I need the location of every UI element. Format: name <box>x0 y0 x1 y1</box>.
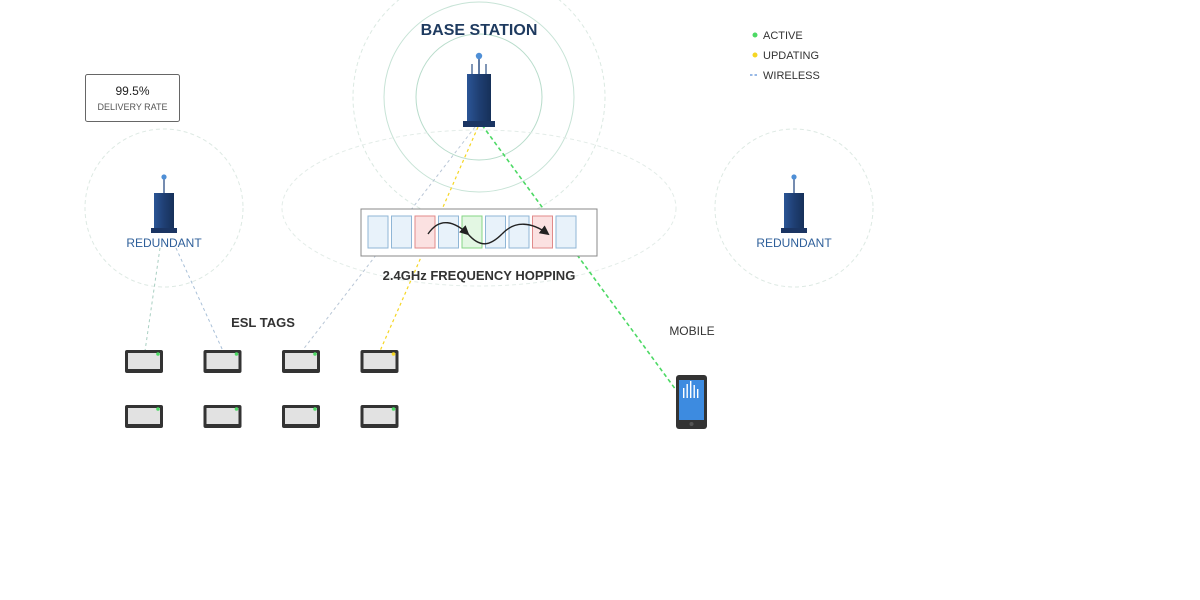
base-station-label: BASE STATION <box>421 22 538 39</box>
esl-tag[interactable] <box>203 405 242 428</box>
esl-tag-status-led <box>234 352 239 356</box>
redundant-right-label: REDUNDANT <box>756 236 832 250</box>
mobile-device[interactable]: MOBILE <box>669 324 715 429</box>
esl-tag-screen <box>285 353 317 369</box>
frequency-channel-idle <box>438 215 459 249</box>
frequency-coverage-ellipse <box>281 129 677 287</box>
hop-arrow <box>427 222 470 236</box>
legend-active-label: ACTIVE <box>763 30 803 42</box>
redundant-station-right[interactable]: REDUNDANT <box>756 174 832 250</box>
esl-tag-status-led <box>313 407 317 411</box>
mobile-label: MOBILE <box>669 324 714 338</box>
frequency-channel-idle <box>555 215 577 249</box>
esl-tags-label: ESL TAGS <box>231 315 295 330</box>
redundant-station-left[interactable]: REDUNDANT <box>126 174 202 250</box>
legend-updating-marker <box>752 52 758 58</box>
link-redundant-to-tag <box>175 247 224 352</box>
legend-wireless-label: WIRELESS <box>763 70 820 82</box>
esl-tag-status-led <box>156 352 160 356</box>
tower-body <box>154 193 174 229</box>
tower-body <box>784 193 804 229</box>
frequency-channel-idle <box>485 215 506 249</box>
esl-tag[interactable] <box>282 350 320 373</box>
tower-base <box>781 228 807 233</box>
esl-tag-screen <box>285 408 317 424</box>
hop-arrow <box>501 223 550 236</box>
redundant-left-coverage-ring <box>84 128 244 288</box>
redundant-left-label: REDUNDANT <box>126 236 202 250</box>
link-redundant-to-tag <box>144 247 161 352</box>
frequency-channel-idle <box>508 215 530 249</box>
esl-tag[interactable] <box>360 350 399 373</box>
esl-tags-group: ESL TAGS <box>125 315 399 428</box>
redundant-right-coverage-ring <box>714 128 874 288</box>
frequency-channel-idle <box>367 215 389 249</box>
signal-bar <box>690 381 692 398</box>
base-station-coverage-ring <box>383 1 575 193</box>
base-station[interactable]: BASE STATION <box>421 22 538 127</box>
legend: ACTIVE UPDATING WIRELESS <box>750 30 820 82</box>
signal-bar <box>697 389 699 398</box>
tower-base <box>463 121 495 127</box>
tower-base <box>151 228 177 233</box>
mobile-screen <box>679 380 704 420</box>
legend-active-marker <box>752 32 758 38</box>
frequency-channels <box>367 215 577 249</box>
esl-tag-status-led <box>391 407 396 411</box>
esl-tag-status-led <box>156 407 160 411</box>
frequency-channel-idle <box>391 215 412 249</box>
esl-tag-status-led <box>234 407 239 411</box>
delivery-rate-frame <box>85 74 180 122</box>
base-station-coverage-ring <box>415 33 543 161</box>
esl-tag[interactable] <box>360 405 399 428</box>
esl-tag-screen <box>128 408 160 424</box>
home-button <box>689 422 694 426</box>
esl-tag-screen <box>206 353 239 369</box>
signal-bar <box>686 384 688 398</box>
antenna-tip <box>161 174 167 180</box>
esl-tag-status-led <box>313 352 317 356</box>
esl-tag-screen <box>363 353 396 369</box>
esl-tag-status-led <box>391 352 396 356</box>
esl-tag-screen <box>128 353 160 369</box>
delivery-rate-box: 99.5% DELIVERY RATE <box>85 74 180 122</box>
antenna-tip <box>791 174 797 180</box>
frequency-channel-busy <box>414 215 436 249</box>
link-base-to-tag <box>301 126 476 352</box>
delivery-rate-value: 99.5% <box>115 84 149 98</box>
hop-arrow <box>467 233 503 245</box>
tower-body <box>467 74 491 122</box>
esl-tags <box>125 350 399 428</box>
esl-tag[interactable] <box>125 350 163 373</box>
signal-bar <box>683 388 685 398</box>
frequency-channel-busy <box>532 215 553 249</box>
antenna-tip <box>475 52 483 60</box>
esl-tag-screen <box>363 408 396 424</box>
esl-tag[interactable] <box>282 405 320 428</box>
esl-tag-screen <box>206 408 239 424</box>
delivery-rate-label: DELIVERY RATE <box>97 102 167 112</box>
frequency-hopping-panel: 2.4GHz FREQUENCY HOPPING <box>360 208 598 283</box>
legend-updating-label: UPDATING <box>763 50 819 62</box>
esl-tag[interactable] <box>125 405 163 428</box>
esl-tag[interactable] <box>203 350 242 373</box>
signal-bar <box>693 385 695 398</box>
frequency-label: 2.4GHz FREQUENCY HOPPING <box>383 268 576 283</box>
link-base-to-mobile <box>481 124 677 391</box>
